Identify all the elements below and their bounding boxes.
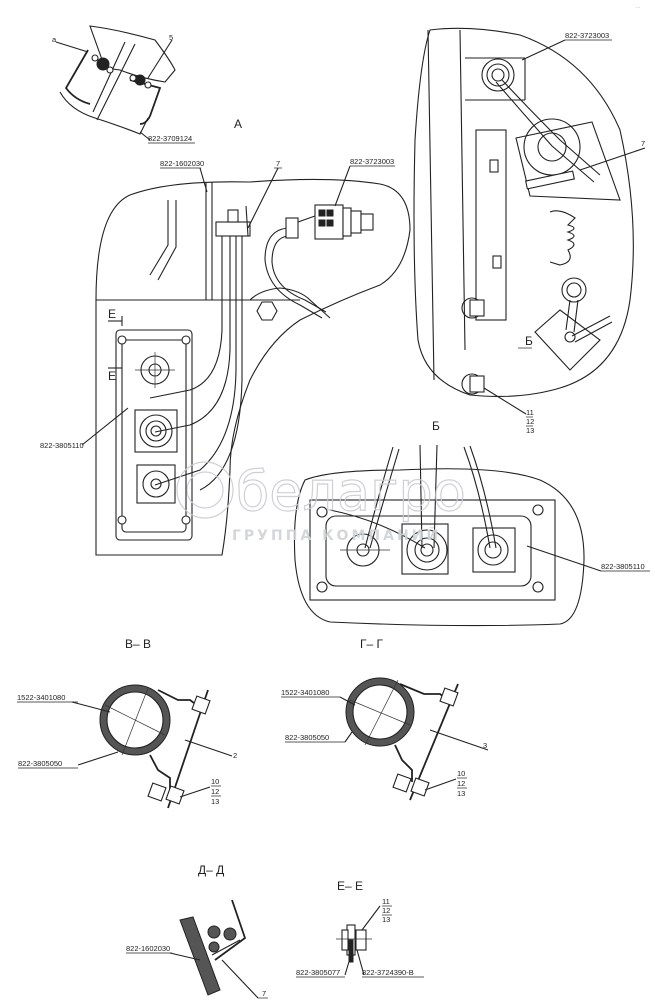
view-b-title: Б <box>432 419 440 433</box>
label-b-fastener-11: 11 <box>526 408 534 417</box>
main-view: Е Е 822-1602030 7 822-3723003 822-380511… <box>40 157 411 556</box>
hex-nut-icon <box>256 301 278 321</box>
section-e-title: Е– Е <box>337 879 363 893</box>
label-v-fastener-12: 12 <box>211 787 219 796</box>
label-g-tube: 1522-3401080 <box>281 688 329 697</box>
label-v-item: 2 <box>233 751 237 760</box>
watermark-subtitle: ГРУППА КОМПАНИЙ <box>232 527 441 544</box>
section-d-d: Д– Д 822-1602030 7 <box>126 863 268 999</box>
label-g-fastener-10: 10 <box>457 769 465 778</box>
view-a-detail: а 5 822-3709124 А <box>52 25 242 144</box>
view-a-ref-label: а <box>52 35 57 44</box>
label-item-7: 7 <box>276 159 280 168</box>
label-822-1602030: 822-1602030 <box>160 159 204 168</box>
watermark-brand: белагро <box>236 460 466 523</box>
section-g-title: Г– Г <box>360 637 384 651</box>
section-d-title: Д– Д <box>198 863 224 877</box>
label-g-item: 3 <box>483 741 487 750</box>
label-822-3723003: 822-3723003 <box>350 157 394 166</box>
label-b-822-3723003: 822-3723003 <box>565 31 609 40</box>
label-e-fastener-13: 13 <box>382 915 390 924</box>
view-a-title: А <box>234 117 242 131</box>
label-v-fastener-13: 13 <box>211 797 219 806</box>
label-g-822-3805110: 822-3805110 <box>601 562 645 571</box>
view-a-part-label: 822-3709124 <box>148 134 192 143</box>
view-a-item-label: 5 <box>169 33 173 42</box>
view-b-inner-mark: Б <box>525 334 533 348</box>
section-e-e: Е– Е 11 12 13 822-3805077 822-3724390-В <box>296 879 424 978</box>
label-b-fastener-13: 13 <box>526 426 534 435</box>
label-g-fastener-12: 12 <box>457 779 465 788</box>
section-e-mark-top: Е <box>108 307 116 321</box>
section-v-v: В– В 1522-3401080 822-3805050 2 10 12 13 <box>17 637 237 809</box>
label-v-fastener-10: 10 <box>211 777 219 786</box>
view-g-panel: 822-3805110 <box>293 444 650 627</box>
label-e-part-left: 822-3805077 <box>296 968 340 977</box>
section-g-g: Г– Г 1522-3401080 822-3805050 3 10 12 13 <box>281 637 489 801</box>
label-g-clamp: 822-3805050 <box>285 733 329 742</box>
label-d-part: 822-1602030 <box>126 944 170 953</box>
view-b: 822-3723003 7 Б 11 12 13 Б <box>413 27 646 435</box>
label-e-fastener-12: 12 <box>382 906 390 915</box>
label-d-item: 7 <box>262 989 266 998</box>
section-v-title: В– В <box>125 637 151 651</box>
watermark: белагро ГРУППА КОМПАНИЙ <box>176 459 466 544</box>
label-822-3805110: 822-3805110 <box>40 441 84 450</box>
label-v-clamp: 822-3805050 <box>18 759 62 768</box>
label-v-tube: 1522-3401080 <box>17 693 65 702</box>
label-e-part-right: 822-3724390-В <box>362 968 414 977</box>
label-b-fastener-12: 12 <box>526 417 534 426</box>
label-e-fastener-11: 11 <box>382 897 390 906</box>
corner-mark: ... <box>636 4 640 10</box>
panel-screws <box>117 335 191 525</box>
section-e-mark-bottom: Е <box>108 369 116 383</box>
label-g-fastener-13: 13 <box>457 789 465 798</box>
label-b-item-7: 7 <box>641 139 645 148</box>
